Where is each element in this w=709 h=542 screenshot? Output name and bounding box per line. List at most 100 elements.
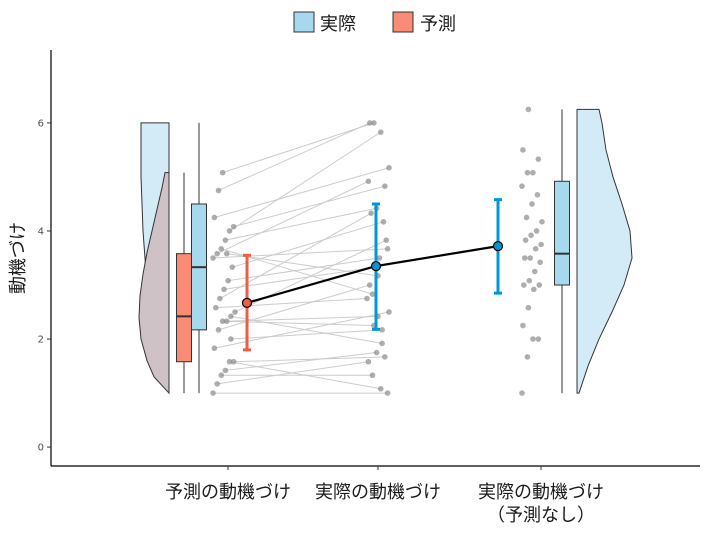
- point-no-prediction: [526, 277, 533, 284]
- point-no-prediction: [527, 255, 533, 261]
- point-actual: [386, 309, 392, 315]
- point-no-prediction: [524, 169, 531, 176]
- point-no-prediction: [531, 286, 537, 293]
- point-actual: [377, 385, 384, 392]
- point-actual: [377, 129, 384, 135]
- boxplots: [176, 109, 570, 394]
- y-tick-label: 4: [38, 226, 44, 237]
- raw-points: [210, 106, 545, 396]
- point-actual: [368, 210, 374, 216]
- point-actual: [379, 340, 385, 347]
- paired-line: [230, 315, 383, 344]
- point-actual: [384, 390, 391, 396]
- point-predicted: [230, 358, 237, 365]
- point-actual: [380, 219, 387, 225]
- point-predicted: [210, 255, 216, 261]
- point-no-prediction: [532, 246, 539, 252]
- point-predicted: [229, 264, 236, 270]
- point-predicted: [225, 277, 231, 284]
- point-predicted: [214, 381, 220, 387]
- point-predicted: [226, 228, 233, 234]
- point-predicted: [215, 327, 222, 333]
- point-predicted: [228, 313, 234, 320]
- point-predicted: [211, 214, 218, 221]
- point-predicted: [211, 345, 218, 352]
- x-tick-label-line2: （予測なし）: [487, 505, 595, 526]
- point-no-prediction: [533, 228, 540, 234]
- paired-line: [225, 352, 377, 371]
- point-no-prediction: [520, 322, 526, 329]
- point-actual: [382, 354, 388, 360]
- point-actual: [366, 120, 373, 126]
- mean-point: [370, 261, 382, 272]
- point-actual: [386, 164, 392, 171]
- point-no-prediction: [535, 156, 542, 162]
- point-no-prediction: [522, 237, 529, 243]
- y-tick-label: 6: [38, 118, 44, 129]
- point-no-prediction: [529, 201, 535, 207]
- legend-label-1: 予測: [420, 14, 456, 35]
- point-actual: [376, 255, 383, 261]
- point-no-prediction: [538, 241, 544, 248]
- y-tick-label: 0: [38, 443, 44, 454]
- legend-swatch-0: [293, 11, 315, 33]
- point-no-prediction: [530, 336, 536, 342]
- mean-point: [492, 241, 504, 252]
- point-no-prediction: [539, 219, 545, 225]
- point-predicted: [219, 318, 226, 325]
- point-predicted: [210, 390, 216, 396]
- point-predicted: [219, 169, 226, 176]
- point-actual: [384, 246, 391, 252]
- density-clouds: [138, 108, 633, 395]
- legend: 実際予測: [293, 11, 456, 35]
- point-no-prediction: [519, 183, 525, 189]
- y-axis-title: 動機づけ: [8, 222, 29, 294]
- point-no-prediction: [535, 336, 542, 342]
- paired-line: [229, 131, 382, 232]
- x-tick-label: 実際の動機づけ: [315, 482, 441, 503]
- density-predicted: [138, 172, 170, 395]
- point-no-prediction: [536, 282, 543, 288]
- point-predicted: [217, 295, 223, 302]
- point-no-prediction: [537, 259, 543, 266]
- point-actual: [373, 349, 380, 356]
- point-no-prediction: [528, 232, 534, 239]
- point-actual: [365, 178, 372, 185]
- paired-line: [222, 320, 374, 327]
- box-body: [554, 180, 570, 286]
- paired-line: [225, 207, 377, 241]
- point-no-prediction: [521, 282, 527, 288]
- point-predicted: [218, 372, 225, 379]
- point-predicted: [214, 250, 220, 257]
- point-no-prediction: [519, 390, 525, 396]
- axis-labels: 予測の動機づけ実際の動機づけ実際の動機づけ（予測なし）動機づけ: [8, 222, 604, 526]
- point-actual: [379, 327, 385, 333]
- paired-line: [218, 122, 370, 191]
- paired-line: [212, 248, 388, 259]
- paired-line: [222, 122, 375, 174]
- point-actual: [369, 372, 376, 379]
- paired-line: [218, 284, 370, 331]
- point-no-prediction: [521, 255, 528, 261]
- point-no-prediction: [520, 147, 526, 153]
- point-predicted: [215, 187, 222, 194]
- point-no-prediction: [525, 304, 532, 311]
- point-predicted: [212, 304, 219, 311]
- point-predicted: [230, 223, 237, 230]
- point-predicted: [222, 237, 229, 243]
- point-actual: [371, 120, 377, 126]
- point-no-prediction: [524, 354, 531, 360]
- means-and-errorbars: [241, 198, 504, 352]
- paired-line: [230, 329, 383, 340]
- point-predicted: [223, 318, 230, 325]
- paired-line: [215, 298, 368, 309]
- x-tick-label: 実際の動機づけ: [478, 482, 604, 503]
- point-predicted: [228, 336, 234, 342]
- point-no-prediction: [534, 191, 541, 198]
- density-no-prediction: [576, 108, 633, 394]
- point-actual: [364, 295, 370, 302]
- paired-line: [229, 361, 381, 390]
- x-tick-label: 予測の動機づけ: [165, 482, 291, 503]
